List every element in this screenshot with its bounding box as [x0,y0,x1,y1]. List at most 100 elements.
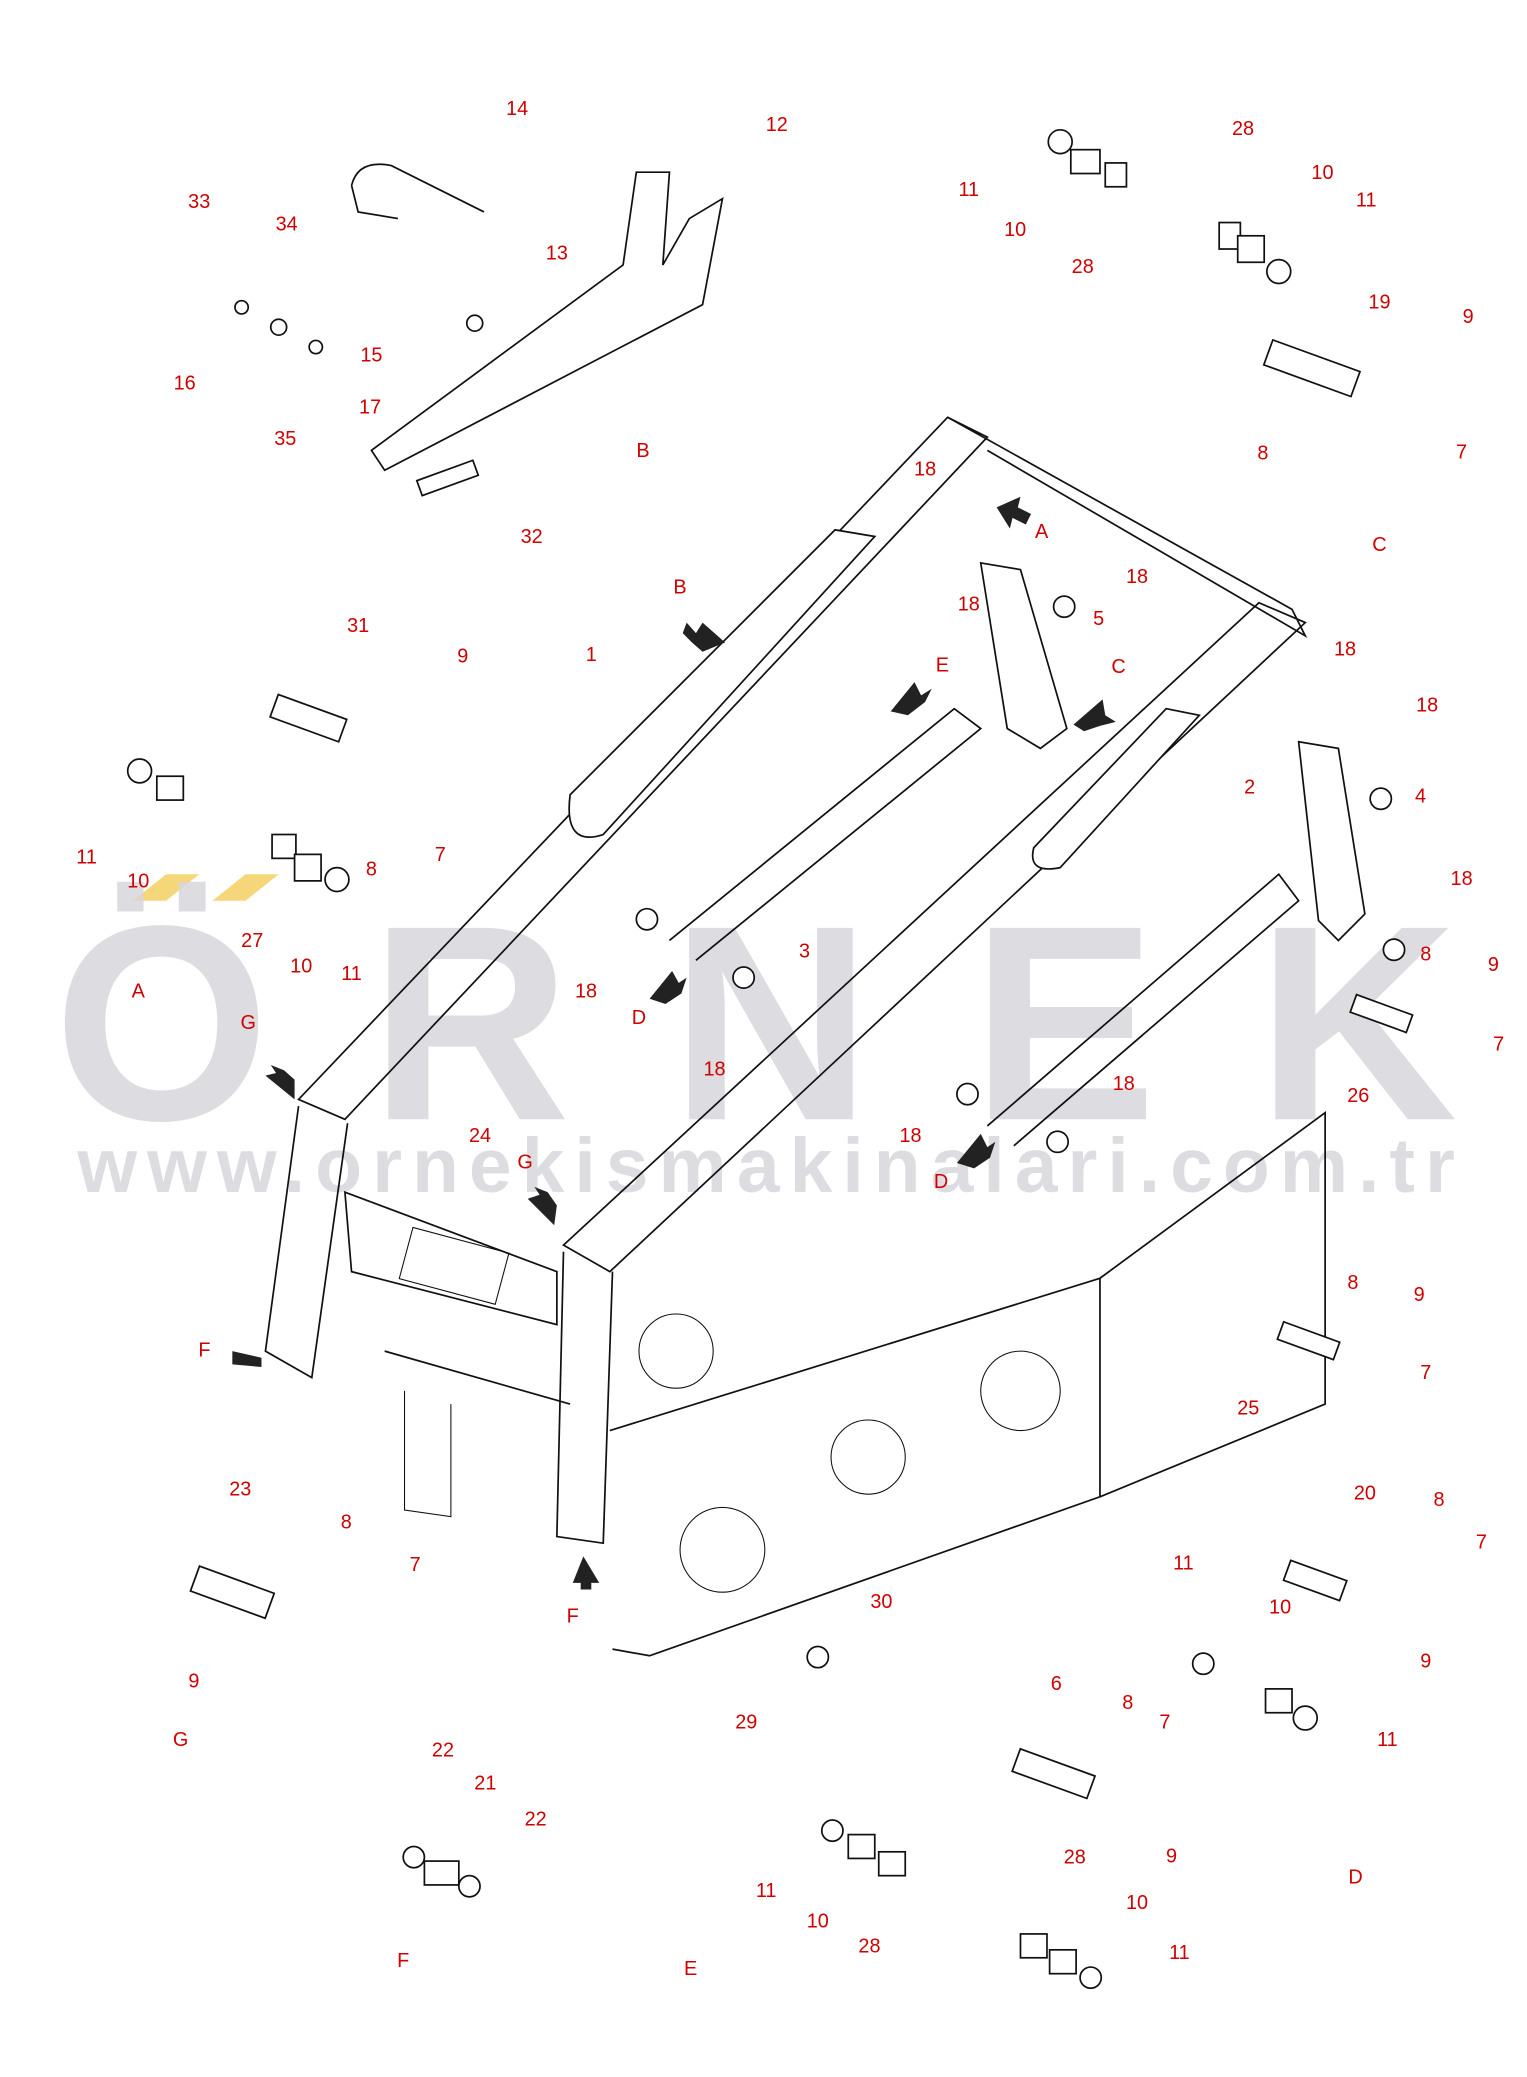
callout-label: 24 [469,1125,491,1147]
callout-label: 20 [1354,1482,1376,1504]
callout-label: 12 [766,114,788,136]
callout-label: B [673,576,686,598]
callout-label: 2 [1244,776,1255,798]
callout-label: 26 [1347,1085,1369,1107]
callout-label: 9 [457,645,468,667]
callout-label: C [1111,656,1125,678]
callout-label: F [567,1606,579,1628]
callout-label: 11 [959,179,980,201]
callout-label: 10 [127,870,149,892]
arrow-icon [649,970,687,1005]
callout-label: 7 [1476,1531,1487,1553]
callout-label: 9 [1420,1651,1431,1673]
callout-label: 18 [899,1125,921,1147]
arrow-icon [682,622,726,652]
callout-label: 15 [360,345,382,367]
callout-label: 28 [1232,118,1254,140]
callout-label: D [1348,1867,1362,1889]
watermark-accent [132,874,200,901]
callout-label: 10 [290,955,312,977]
boom-frame [264,416,1326,1657]
watermark-url: www.ornekismakinalari.com.tr [76,1123,1455,1209]
callout-label: B [636,440,649,462]
callout-label: 9 [1488,954,1499,976]
callout-label: 7 [1420,1362,1431,1384]
callout-arrows [232,496,1116,1590]
arrow-icon [572,1556,600,1590]
callout-label: 21 [474,1773,496,1795]
callout-label: 18 [914,459,936,481]
arrow-icon [890,682,932,716]
links [979,561,1366,942]
callout-label: 14 [506,98,528,120]
callout-label: 11 [1356,190,1377,212]
callout-label: 18 [1451,868,1473,890]
callout-label: C [1372,534,1386,556]
callout-label: 9 [1463,306,1474,328]
callout-label: 31 [347,615,369,637]
callout-label: 16 [174,372,196,394]
callout-label: 35 [274,428,296,450]
callout-label: 7 [1456,441,1467,463]
callout-label: 22 [525,1808,547,1830]
callout-label: 7 [1159,1712,1170,1734]
callout-label: 10 [1269,1596,1291,1618]
arrow-icon [527,1186,557,1226]
callout-label: E [936,655,949,677]
callout-label: 8 [366,859,377,881]
callout-label: 7 [1493,1033,1504,1055]
callout-label: 22 [432,1739,454,1761]
callout-label: D [632,1007,646,1029]
callout-label: G [517,1151,532,1173]
arrow-icon [1073,699,1116,732]
callout-label: 6 [1051,1673,1062,1695]
callout-label: F [397,1950,409,1972]
callout-label: A [1035,521,1049,543]
callout-label: 13 [546,243,568,265]
callout-label: 18 [1416,694,1438,716]
callout-label: 19 [1368,292,1390,314]
callout-label: D [934,1171,948,1193]
callout-label: F [198,1339,210,1361]
callout-label: E [684,1958,697,1980]
callout-label: 23 [229,1478,251,1500]
pins-bushings [126,128,1414,1990]
callout-label: 5 [1093,608,1104,630]
callout-label: 8 [1420,943,1431,965]
callout-label: 3 [799,941,810,963]
callout-label: 11 [341,963,362,985]
callout-label: 10 [807,1910,829,1932]
handle-assembly [234,163,724,497]
callout-label: 11 [76,847,97,869]
callout-label: 8 [1257,443,1268,465]
callout-label: 11 [1377,1729,1398,1751]
callout-label: 30 [870,1591,892,1613]
callout-label: 28 [1072,256,1094,278]
callout-label: 10 [1004,219,1026,241]
watermark-accent [212,874,279,901]
callout-label: 18 [958,594,980,616]
callout-label: 28 [1064,1847,1086,1869]
callout-label: 8 [1347,1272,1358,1294]
callout-label: 11 [1169,1942,1190,1964]
callout-label: 7 [435,844,446,866]
callout-label: 10 [1126,1892,1148,1914]
callout-label: G [240,1012,255,1034]
callout-label: G [173,1729,188,1751]
callout-label: 1 [586,644,597,666]
callout-label: 7 [410,1554,421,1576]
callout-label: 28 [858,1935,880,1957]
callout-label: 18 [1334,639,1356,661]
arrow-icon [996,496,1032,529]
callout-label: 25 [1237,1398,1259,1420]
callout-label: 9 [188,1671,199,1693]
arrow-icon [265,1064,295,1100]
callout-label: 9 [1414,1284,1425,1306]
callout-label: 4 [1415,786,1426,808]
callout-label: 34 [276,213,298,235]
callout-label: 8 [341,1512,352,1534]
callout-label: 18 [1113,1073,1135,1095]
